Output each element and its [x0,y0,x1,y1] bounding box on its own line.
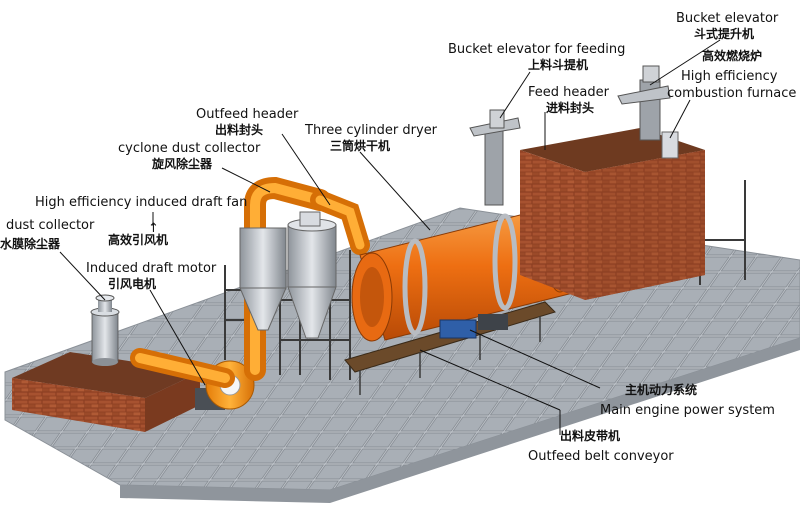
label-draft-motor-zh: 引风电机 [108,276,156,291]
label-bucket-elevator-feeding-zh: 上料斗提机 [528,57,588,72]
outfeed-belt-conveyor [344,301,556,395]
labels: Bucket elevator 斗式提升机 Bucket elevator fo… [0,11,796,464]
label-outfeed-header-zh: 出料封头 [215,122,263,137]
cyclone-dust-collector [239,211,337,339]
water-film-dust-collector [12,294,200,432]
label-dust-collector-en: dust collector [6,218,95,233]
label-three-cylinder-dryer-zh: 三筒烘干机 [330,138,390,153]
label-feed-header-zh: 进料封头 [546,100,594,115]
combustion-furnace [520,128,705,300]
label-cyclone-zh: 旋风除尘器 [151,156,213,171]
label-combustion-furnace-en2: combustion furnace [667,86,796,101]
label-induced-fan-zh: 高效引风机 [108,232,168,247]
label-bucket-elevator-en: Bucket elevator [676,11,779,26]
label-induced-fan-en: High efficiency induced draft fan [35,195,247,210]
label-dust-collector-zh: 水膜除尘器 [0,236,61,251]
leader-lines [59,39,721,435]
label-bucket-elevator-feeding-en: Bucket elevator for feeding [448,42,625,57]
label-feed-header-en: Feed header [528,85,610,100]
label-three-cylinder-dryer-en: Three cylinder dryer [304,123,438,138]
label-cyclone-en: cyclone dust collector [118,141,261,156]
bucket-elevator-feeding [469,109,521,206]
label-main-engine-zh: 主机动力系统 [625,382,697,397]
label-combustion-furnace-en1: High efficiency [681,69,778,84]
label-combustion-furnace-zh: 高效燃烧炉 [702,48,762,63]
label-bucket-elevator-zh: 斗式提升机 [694,26,754,41]
label-outfeed-header-en: Outfeed header [196,107,299,122]
arrow-up-icon: ↑ [148,221,159,236]
label-belt-conveyor-en: Outfeed belt conveyor [528,449,674,464]
label-draft-motor-en: Induced draft motor [86,261,217,276]
label-belt-conveyor-zh: 出料皮带机 [560,428,620,443]
bucket-elevator [617,65,671,141]
label-main-engine-en: Main engine power system [600,403,775,418]
air-ducts [130,176,370,388]
